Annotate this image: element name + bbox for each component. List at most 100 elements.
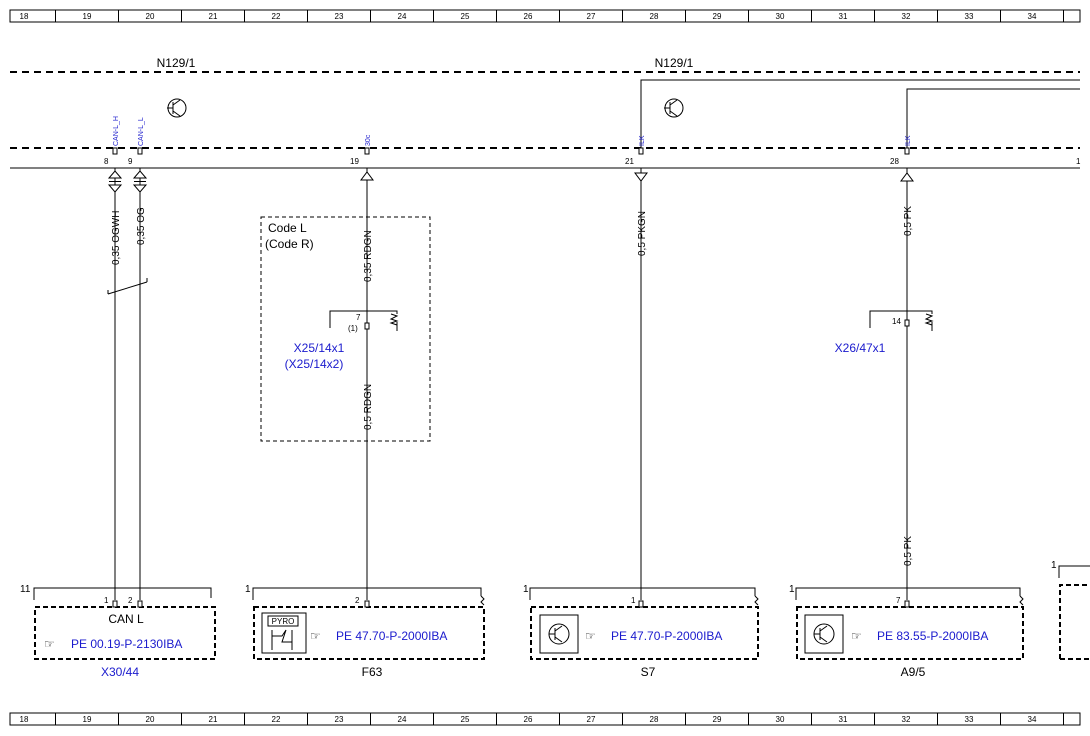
connector-pin: 14 — [892, 317, 901, 326]
component-x30-44 — [33, 587, 216, 660]
reference-link-pe-47-70[interactable]: PE 47.70-P-2000IBA — [611, 629, 722, 643]
connector-link-x26-47x1[interactable]: X26/47x1 — [835, 341, 886, 355]
pin-number: 8 — [104, 157, 109, 166]
code-option-box — [260, 216, 431, 442]
pin-number: 9 — [128, 157, 133, 166]
component-name-a9-5: A9/5 — [901, 665, 926, 679]
module-label-right: N129/1 — [655, 56, 694, 70]
ruler-column-number: 22 — [272, 12, 281, 21]
ruler-column-number: 33 — [965, 12, 974, 21]
module-pin-sockets — [112, 147, 910, 155]
signal-link-can-l-h[interactable]: CAN-L_H — [113, 116, 120, 146]
component-pin: 2 — [128, 596, 133, 605]
ruler-column-number: 21 — [209, 715, 218, 724]
hand-pointer-icon[interactable]: ☞ — [44, 637, 55, 651]
reference-link-pe-47-70[interactable]: PE 47.70-P-2000IBA — [336, 629, 447, 643]
code-label-alt: (Code R) — [265, 237, 314, 251]
pin-number: 1 — [1076, 157, 1081, 166]
module-n129-1-boundary — [10, 71, 1080, 169]
component-pin: 7 — [896, 596, 901, 605]
inline-connector-x25-14x1 — [329, 310, 399, 331]
pyro-badge: PYRO — [272, 617, 295, 626]
component-name-link-x30-44[interactable]: X30/44 — [101, 665, 139, 679]
component-corner-number: 1 — [523, 584, 529, 595]
connector-link-x25-14x1[interactable]: X25/14x1 — [294, 341, 345, 355]
ruler-column-number: 20 — [146, 715, 155, 724]
signal-link-can-l-l[interactable]: CAN-L_L — [138, 117, 145, 146]
component-title: CAN L — [108, 612, 144, 626]
ruler-frame — [9, 712, 1081, 726]
wire-label: 0,35 OG — [136, 207, 147, 245]
reference-link-pe-83-55[interactable]: PE 83.55-P-2000IBA — [877, 629, 988, 643]
component-partial-right — [1058, 565, 1090, 660]
ruler-column-number: 22 — [272, 715, 281, 724]
transistor-icon — [664, 98, 684, 118]
ruler-column-number: 27 — [587, 12, 596, 21]
pin-number: 19 — [350, 157, 359, 166]
ruler-column-number: 24 — [398, 715, 407, 724]
signal-link-ilk[interactable]: ILK — [905, 135, 912, 146]
transistor-icon — [167, 98, 187, 118]
ruler-column-number: 26 — [524, 12, 533, 21]
component-a9-5 — [795, 587, 1024, 660]
signal-link-ilk[interactable]: ILK — [639, 135, 646, 146]
component-pin: 1 — [104, 596, 109, 605]
ruler-column-number: 29 — [713, 12, 722, 21]
wire-label: 0,35 RDGN — [363, 230, 374, 282]
plug-connector-icon — [107, 170, 914, 193]
ruler-column-number: 30 — [776, 12, 785, 21]
inline-connector-x26-47x1 — [869, 310, 934, 331]
ruler-column-number: 21 — [209, 12, 218, 21]
component-name-f63: F63 — [362, 665, 383, 679]
ruler-column-number: 19 — [83, 12, 92, 21]
connector-pin: 7 — [356, 313, 361, 322]
wire-label: 0,5 PK — [903, 536, 914, 566]
component-corner-number: 11 — [20, 584, 31, 595]
pin-number: 21 — [625, 157, 634, 166]
ruler-column-number: 25 — [461, 12, 470, 21]
ruler-column-number: 28 — [650, 12, 659, 21]
hand-pointer-icon[interactable]: ☞ — [310, 629, 321, 643]
pyro-igniter-icon — [261, 612, 307, 654]
ruler-column-number: 32 — [902, 715, 911, 724]
ruler-column-number: 27 — [587, 715, 596, 724]
ruler-frame — [9, 9, 1081, 23]
code-label: Code L — [268, 221, 307, 235]
electronic-module-icon — [539, 614, 579, 654]
wire-label: 0,5 PK — [903, 206, 914, 236]
ruler-column-number: 25 — [461, 715, 470, 724]
ruler-column-number: 33 — [965, 715, 974, 724]
component-name-s7: S7 — [641, 665, 656, 679]
ruler-column-number: 23 — [335, 715, 344, 724]
module-label-left: N129/1 — [157, 56, 196, 70]
component-pin: 1 — [631, 596, 636, 605]
hand-pointer-icon[interactable]: ☞ — [585, 629, 596, 643]
ruler-column-number: 18 — [20, 12, 29, 21]
wire-label: 0,5 RDGN — [363, 384, 374, 430]
wire-label: 0,35 OGWH — [111, 211, 122, 265]
ruler-column-number: 19 — [83, 715, 92, 724]
ruler-column-number: 30 — [776, 715, 785, 724]
reference-link-pe-00-19[interactable]: PE 00.19-P-2130IBA — [71, 637, 182, 651]
ruler-column-number: 28 — [650, 715, 659, 724]
ruler-column-number: 31 — [839, 715, 848, 724]
ruler-column-number: 29 — [713, 715, 722, 724]
component-corner-number: 1 — [789, 584, 795, 595]
ruler-column-number: 34 — [1028, 715, 1037, 724]
component-pin: 2 — [355, 596, 360, 605]
ruler-column-number: 23 — [335, 12, 344, 21]
signal-link-30c[interactable]: 30c — [365, 134, 372, 146]
connector-link-x25-14x2[interactable]: (X25/14x2) — [285, 357, 344, 371]
component-corner-number: 1 — [1051, 560, 1057, 571]
hand-pointer-icon[interactable]: ☞ — [851, 629, 862, 643]
ruler-column-number: 20 — [146, 12, 155, 21]
component-corner-number: 1 — [245, 584, 251, 595]
ruler-column-number: 24 — [398, 12, 407, 21]
ruler-column-number: 32 — [902, 12, 911, 21]
pin-number: 28 — [890, 157, 899, 166]
ruler-column-number: 34 — [1028, 12, 1037, 21]
wire-label: 0,5 PKGN — [637, 211, 648, 256]
ruler-column-number: 18 — [20, 715, 29, 724]
